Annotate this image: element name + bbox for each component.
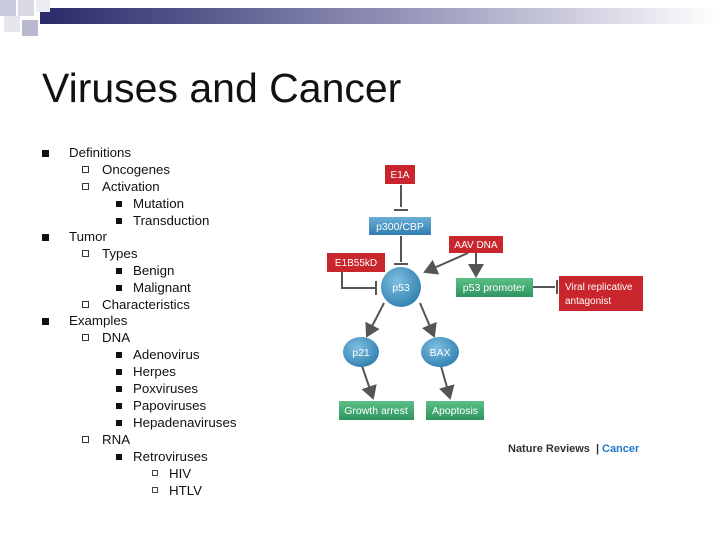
- node-bax: BAX: [421, 337, 459, 367]
- outline-item: Examples: [69, 313, 128, 328]
- outline-item: Poxviruses: [133, 381, 199, 396]
- node-apoptosis: Apoptosis: [426, 401, 484, 420]
- outline-item: HTLV: [169, 483, 203, 498]
- node-apoptosis-label: Apoptosis: [432, 405, 478, 417]
- node-viral-antagonist: Viral replicative antagonist: [559, 276, 643, 311]
- node-viral-label-line1: Viral replicative: [565, 282, 633, 293]
- bullet-l1-icon: [42, 150, 49, 157]
- node-p53-promoter: p53 promoter: [456, 278, 533, 297]
- node-e1b-label: E1B55kD: [335, 258, 377, 269]
- bullet-l3-icon: [116, 201, 122, 207]
- outline-item: Types: [102, 246, 138, 261]
- outline-item: Definitions: [69, 145, 132, 160]
- bullet-l2-icon: [82, 183, 89, 190]
- bullet-l3-icon: [116, 454, 122, 460]
- node-e1a-label: E1A: [391, 170, 410, 181]
- outline-item: Retroviruses: [133, 449, 208, 464]
- outline-item: DNA: [102, 330, 131, 345]
- bullet-l2-icon: [82, 436, 89, 443]
- arrow: [423, 252, 469, 275]
- bullet-l3-icon: [116, 369, 122, 375]
- bullet-l2-icon: [82, 334, 89, 341]
- bullet-l3-icon: [116, 420, 122, 426]
- node-p53-label: p53: [392, 282, 410, 294]
- bullet-l3-icon: [116, 218, 122, 224]
- node-e1b55kd: E1B55kD: [327, 253, 385, 272]
- bullet-l3-icon: [116, 352, 122, 358]
- credit-separator: |: [596, 443, 599, 455]
- bullet-l3-icon: [116, 403, 122, 409]
- outline-item: Tumor: [69, 229, 107, 244]
- arrow: [439, 365, 455, 400]
- node-p21: p21: [343, 337, 379, 367]
- node-e1a: E1A: [385, 165, 415, 184]
- bullet-l4-icon: [152, 470, 158, 476]
- node-promoter-label: p53 promoter: [463, 282, 526, 294]
- node-p53: p53: [381, 267, 421, 307]
- connector: [341, 272, 375, 289]
- outline-item: Hepadenaviruses: [133, 415, 237, 430]
- outline-item: HIV: [169, 466, 192, 481]
- arrow: [365, 302, 385, 338]
- bullet-l3-icon: [116, 285, 122, 291]
- arrow: [361, 365, 377, 400]
- arrow: [419, 302, 437, 338]
- slide-title: Viruses and Cancer: [42, 65, 402, 111]
- figure-credit: Nature Reviews | Cancer: [508, 443, 640, 455]
- bullet-l2-icon: [82, 250, 89, 257]
- outline-item: Benign: [133, 263, 175, 278]
- node-growth-label: Growth arrest: [344, 405, 408, 417]
- node-p21-label: p21: [352, 347, 370, 359]
- bullet-l2-icon: [82, 166, 89, 173]
- outline-item: Activation: [102, 179, 160, 194]
- outline-item: Malignant: [133, 280, 191, 295]
- outline-item: Herpes: [133, 364, 176, 379]
- node-aav-dna: AAV DNA: [449, 236, 503, 253]
- bullet-l3-icon: [116, 386, 122, 392]
- outline-item: Mutation: [133, 196, 184, 211]
- node-bax-label: BAX: [429, 347, 450, 359]
- bullet-l2-icon: [82, 301, 89, 308]
- credit-section: Cancer: [602, 443, 640, 455]
- node-growth-arrest: Growth arrest: [339, 401, 414, 420]
- bullet-l4-icon: [152, 487, 158, 493]
- outline-item: RNA: [102, 432, 131, 447]
- credit-journal: Nature Reviews: [508, 443, 590, 455]
- outline-item: Adenovirus: [133, 347, 200, 362]
- node-p300-label: p300/CBP: [376, 221, 424, 233]
- outline-item: Characteristics: [102, 297, 190, 312]
- node-aav-label: AAV DNA: [454, 240, 497, 251]
- outline-item: Oncogenes: [102, 162, 171, 177]
- outline-item: Papoviruses: [133, 398, 207, 413]
- node-viral-label-line2: antagonist: [565, 296, 611, 307]
- outline-item: Transduction: [133, 213, 210, 228]
- bullet-l1-icon: [42, 318, 49, 325]
- node-p300-cbp: p300/CBP: [369, 217, 431, 235]
- header-decoration: [0, 0, 720, 36]
- bullet-l1-icon: [42, 234, 49, 241]
- bullet-l3-icon: [116, 268, 122, 274]
